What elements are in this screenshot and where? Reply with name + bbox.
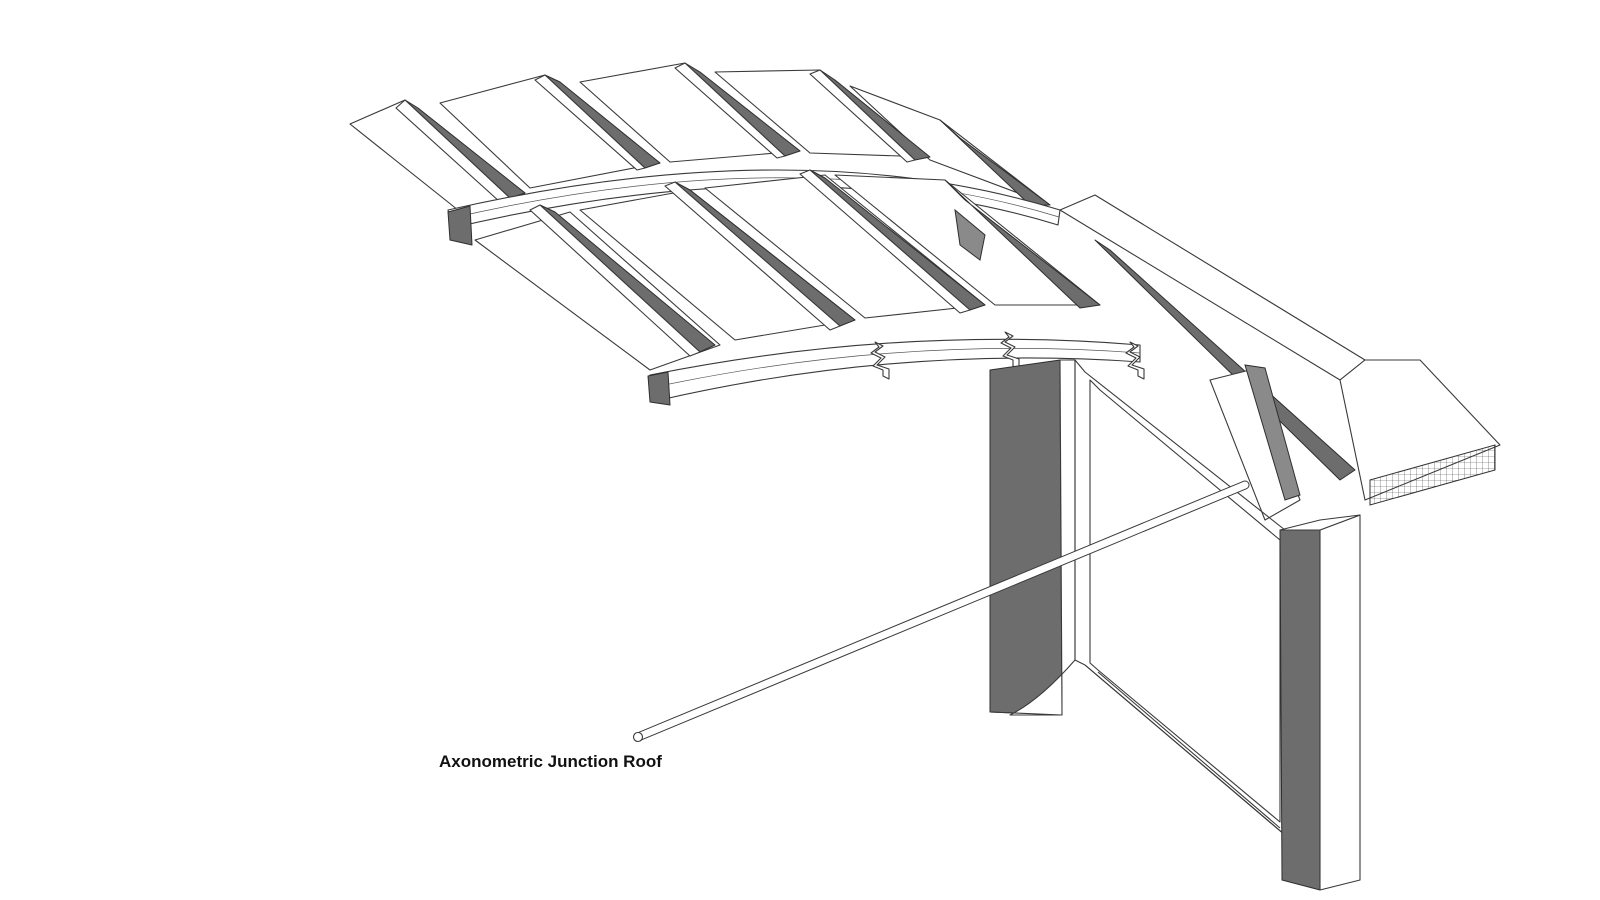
right-column <box>1279 514 1361 891</box>
tie-rod <box>632 480 1250 743</box>
upper-purlins <box>395 62 1051 206</box>
lower-roof-panels <box>474 174 1101 371</box>
lower-purlins <box>529 169 1101 357</box>
eave-junction <box>1059 194 1501 521</box>
drawing-caption: Axonometric Junction Roof <box>439 752 662 771</box>
lower-curved-rafter <box>647 331 1145 406</box>
left-column <box>989 359 1076 716</box>
glazing-frame <box>1074 359 1286 836</box>
